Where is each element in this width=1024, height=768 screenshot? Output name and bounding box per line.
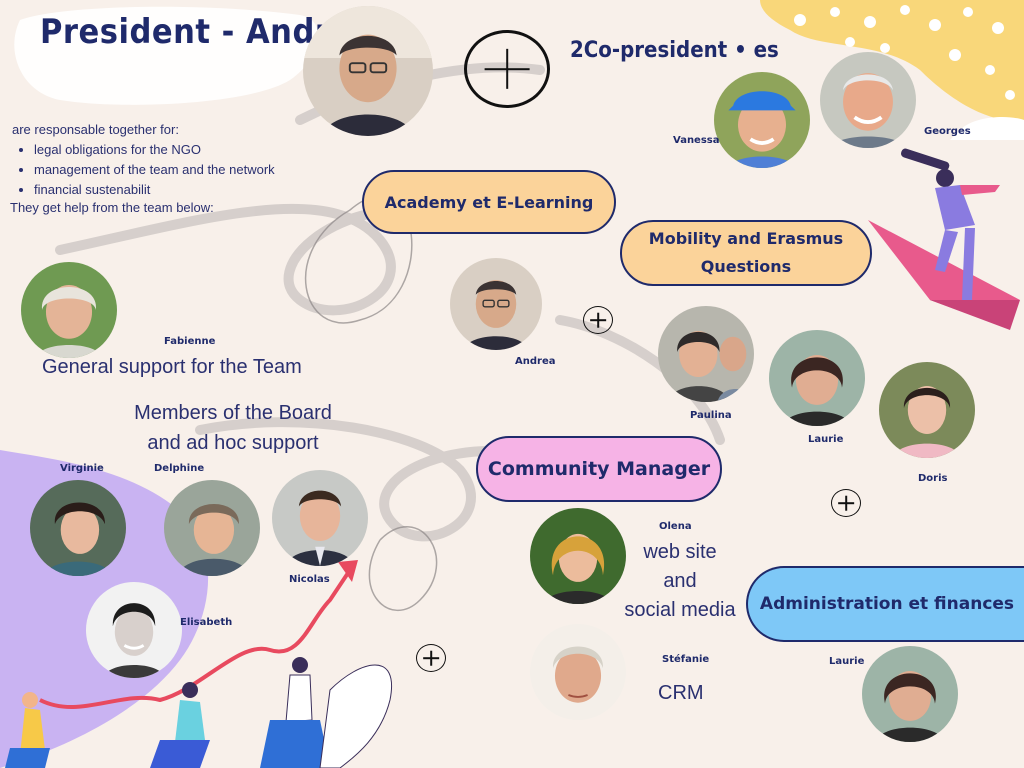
avatar-andrea-academy <box>450 258 542 350</box>
mobility-label-line1: Mobility and Erasmus <box>648 229 844 248</box>
community-manager-box: Community Manager <box>476 436 722 502</box>
avatar-andrea-president <box>303 6 433 136</box>
web-caption-line3: social media <box>624 599 736 621</box>
academy-label: Academy et E-Learning <box>384 192 594 212</box>
web-caption-line2: and <box>663 570 697 592</box>
avatar-georges <box>820 52 916 148</box>
plus-icon <box>831 489 861 517</box>
list-item: financial sustenabilit <box>34 180 342 200</box>
intro-text: are responsable together for: legal obli… <box>12 120 342 200</box>
community-manager-label: Community Manager <box>487 458 711 480</box>
avatar-laurie-admin <box>862 646 958 742</box>
name-laurie: Laurie <box>808 434 844 445</box>
name-delphine: Delphine <box>154 463 205 474</box>
web-caption-line1: web site <box>643 541 717 563</box>
plus-icon <box>416 644 446 672</box>
crm-caption: CRM <box>658 682 704 704</box>
intro-line2: They get help from the team below: <box>10 200 214 215</box>
avatar-stefanie <box>530 624 626 720</box>
administration-box: Administration et finances <box>746 566 1024 642</box>
name-paulina: Paulina <box>690 410 732 421</box>
board-caption-line1: Members of the Board <box>134 402 332 424</box>
avatar-virginie <box>30 480 126 576</box>
avatar-fabienne <box>21 262 117 358</box>
name-andrea: Andrea <box>515 356 556 367</box>
avatar-doris <box>879 362 975 458</box>
name-olena: Olena <box>659 521 692 532</box>
general-support-caption: General support for the Team <box>42 356 302 378</box>
name-georges: Georges <box>924 126 971 137</box>
intro-line1: are responsable together for: <box>12 122 179 137</box>
web-caption: web site and social media <box>620 538 740 625</box>
name-vanessa: Vanessa <box>673 135 720 146</box>
administration-label: Administration et finances <box>759 594 1015 614</box>
avatar-vanessa <box>714 72 810 168</box>
mobility-label-line2: Questions <box>700 257 792 276</box>
avatar-nicolas <box>272 470 368 566</box>
name-nicolas: Nicolas <box>289 574 330 585</box>
avatar-delphine <box>164 480 260 576</box>
name-fabienne: Fabienne <box>164 336 216 347</box>
plus-icon <box>583 306 613 334</box>
copresident-title: 2Co-president • es <box>570 38 779 63</box>
name-laurie-admin: Laurie <box>829 656 865 667</box>
list-item: management of the team and the network <box>34 160 342 180</box>
responsibility-list: legal obligations for the NGO management… <box>12 140 342 200</box>
plus-icon-large <box>464 30 550 108</box>
name-elisabeth: Elisabeth <box>180 617 233 628</box>
board-caption-line2: and ad hoc support <box>147 432 319 454</box>
name-virginie: Virginie <box>60 463 104 474</box>
name-stefanie: Stéfanie <box>662 654 710 665</box>
avatar-elisabeth <box>86 582 182 678</box>
mobility-box: Mobility and Erasmus Questions <box>620 220 872 286</box>
academy-box: Academy et E-Learning <box>362 170 616 234</box>
list-item: legal obligations for the NGO <box>34 140 342 160</box>
avatar-laurie <box>769 330 865 426</box>
board-caption: Members of the Board and ad hoc support <box>130 398 336 458</box>
avatar-paulina <box>658 306 754 402</box>
avatar-olena <box>530 508 626 604</box>
name-doris: Doris <box>918 473 948 484</box>
